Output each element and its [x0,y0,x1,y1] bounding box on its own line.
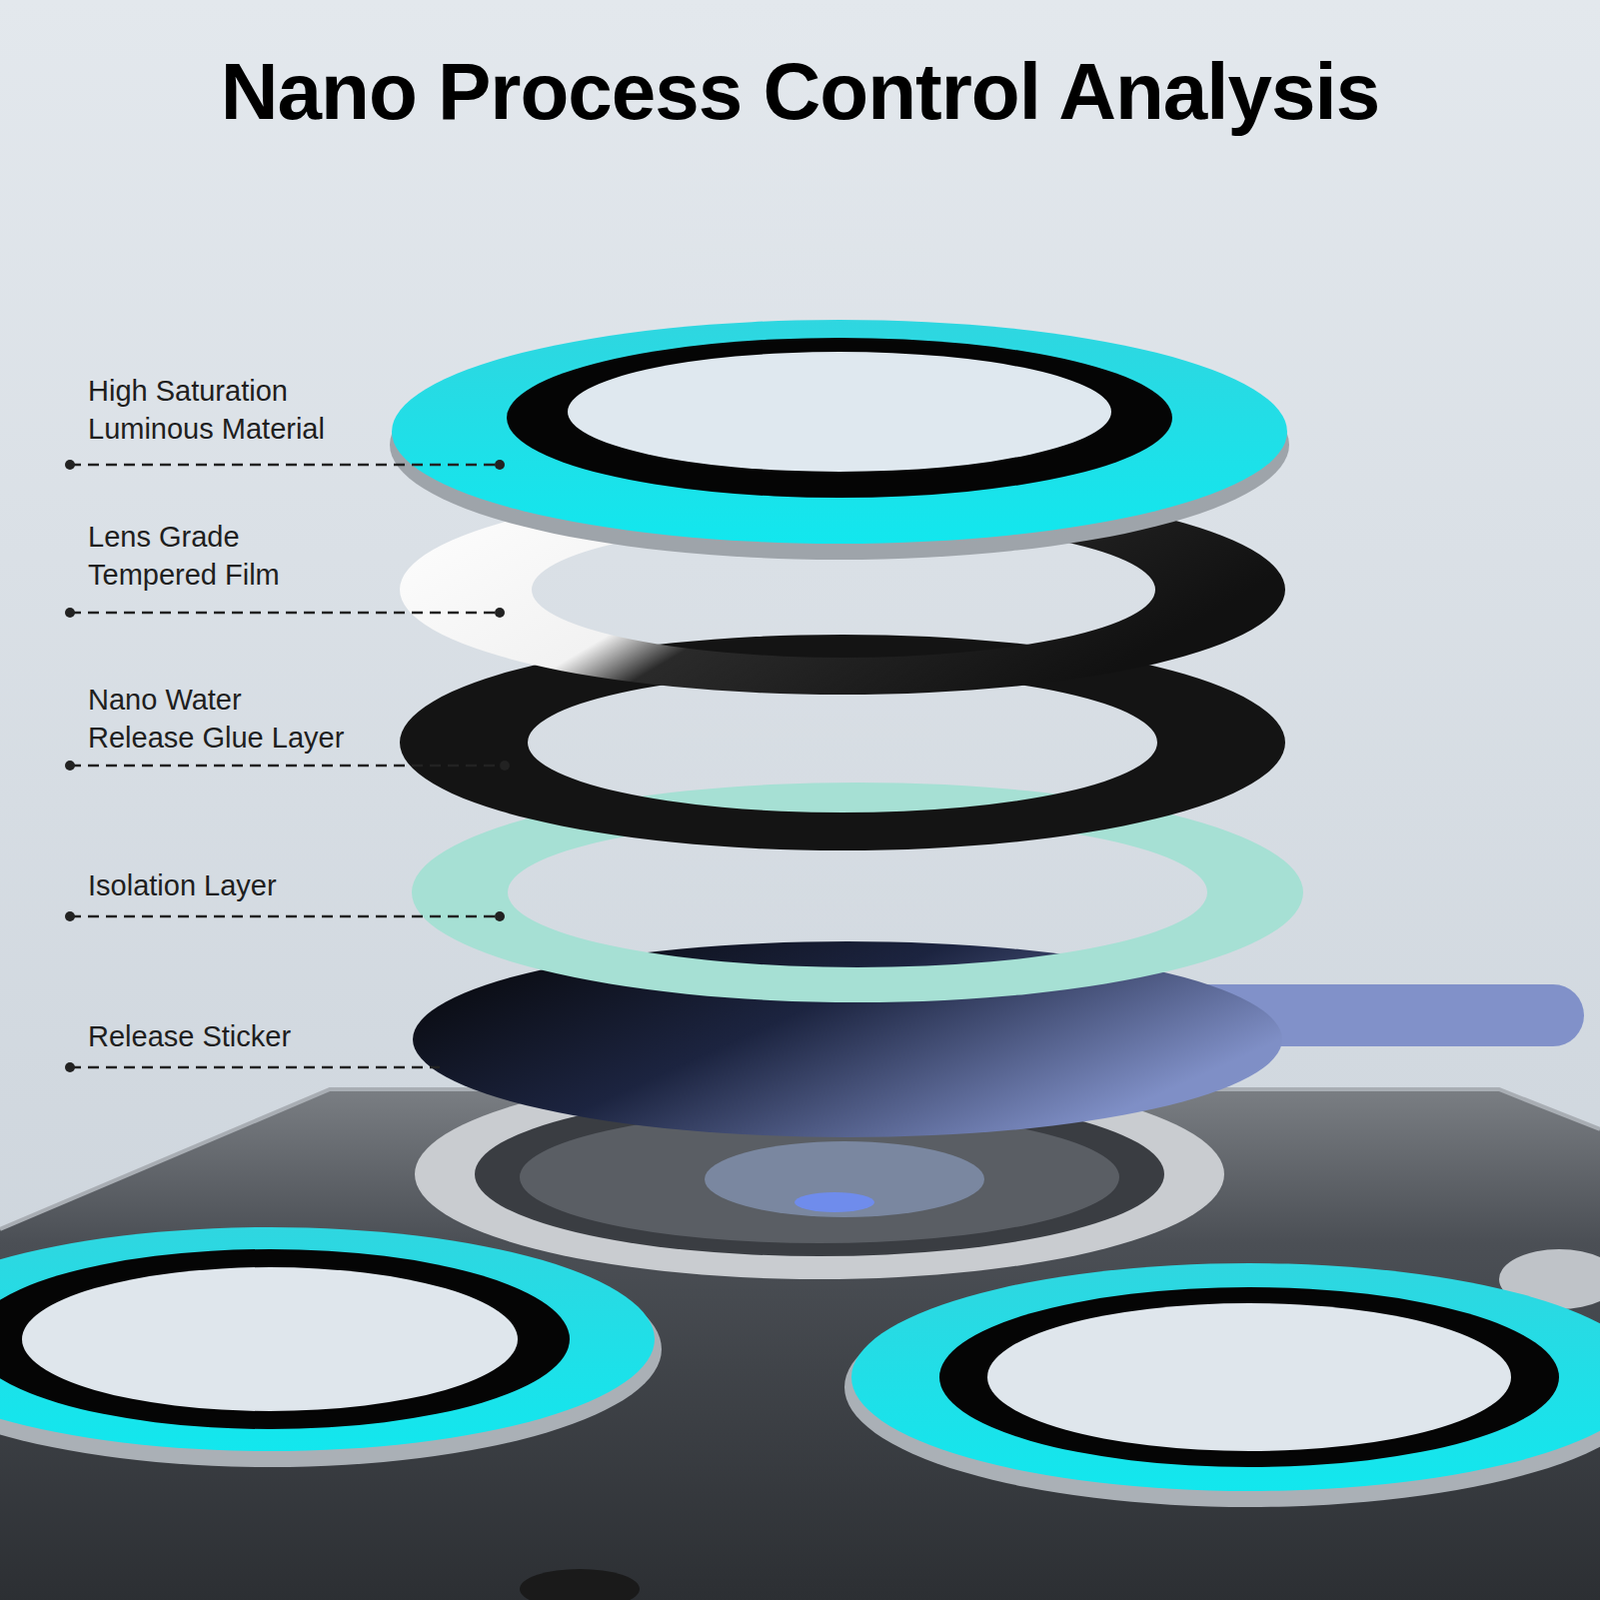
layer-label: Release Sticker [87,1017,354,1056]
layer-label: Nano Water Release Glue Layer [87,680,354,758]
leader-lines [69,464,505,1068]
layer-label: High Saturation Luminous Material [87,371,354,449]
layer-label: Lens Grade Tempered Film [87,517,354,595]
title: Nano Process Control Analysis [0,47,1600,136]
layer-label: Isolation Layer [87,866,354,905]
